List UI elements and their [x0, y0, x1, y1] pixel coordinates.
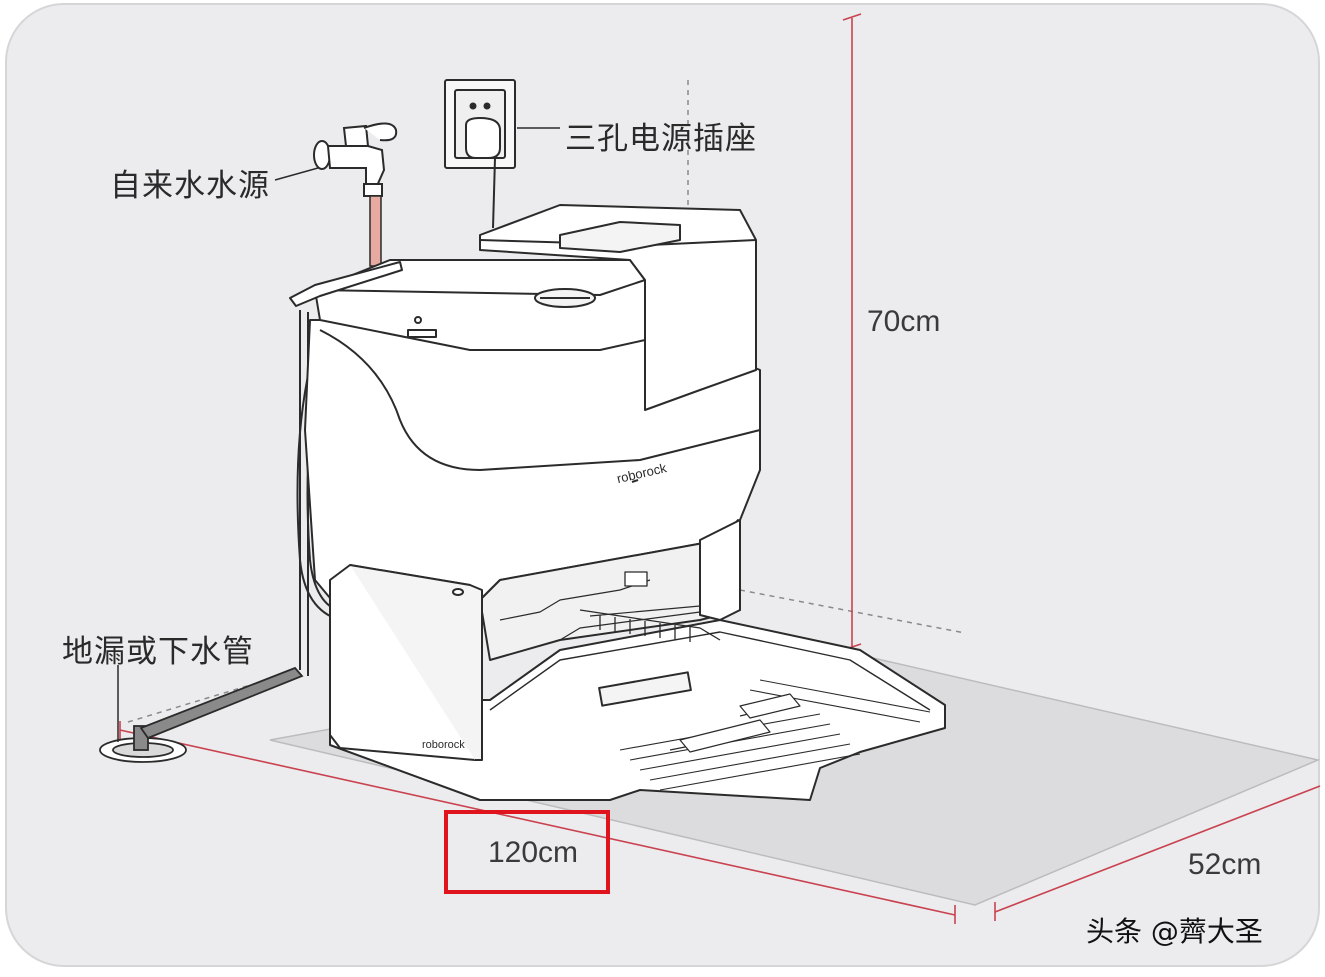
floor-drain-icon	[99, 666, 304, 763]
width-dimension-line	[119, 729, 956, 916]
wall-socket-icon	[444, 79, 516, 229]
label-floor-drain: 地漏或下水管	[62, 634, 254, 670]
water-pipe	[369, 195, 382, 267]
label-power-socket: 三孔电源插座	[565, 121, 757, 157]
highlight-box	[444, 810, 610, 894]
side-panel-logo: roborock	[422, 739, 465, 751]
watermark: 头条 @薺大圣	[1086, 915, 1263, 948]
dimension-height-label: 70cm	[867, 305, 941, 338]
dimension-lines	[119, 13, 1321, 924]
label-water-source: 自来水水源	[110, 168, 270, 204]
depth-dimension-line	[994, 785, 1321, 913]
dimension-width-label: 120cm	[488, 836, 579, 869]
dimension-depth-label: 52cm	[1188, 848, 1262, 881]
mop-comb	[579, 571, 721, 642]
docking-station	[289, 204, 946, 801]
dirty-water-tank	[479, 204, 757, 411]
